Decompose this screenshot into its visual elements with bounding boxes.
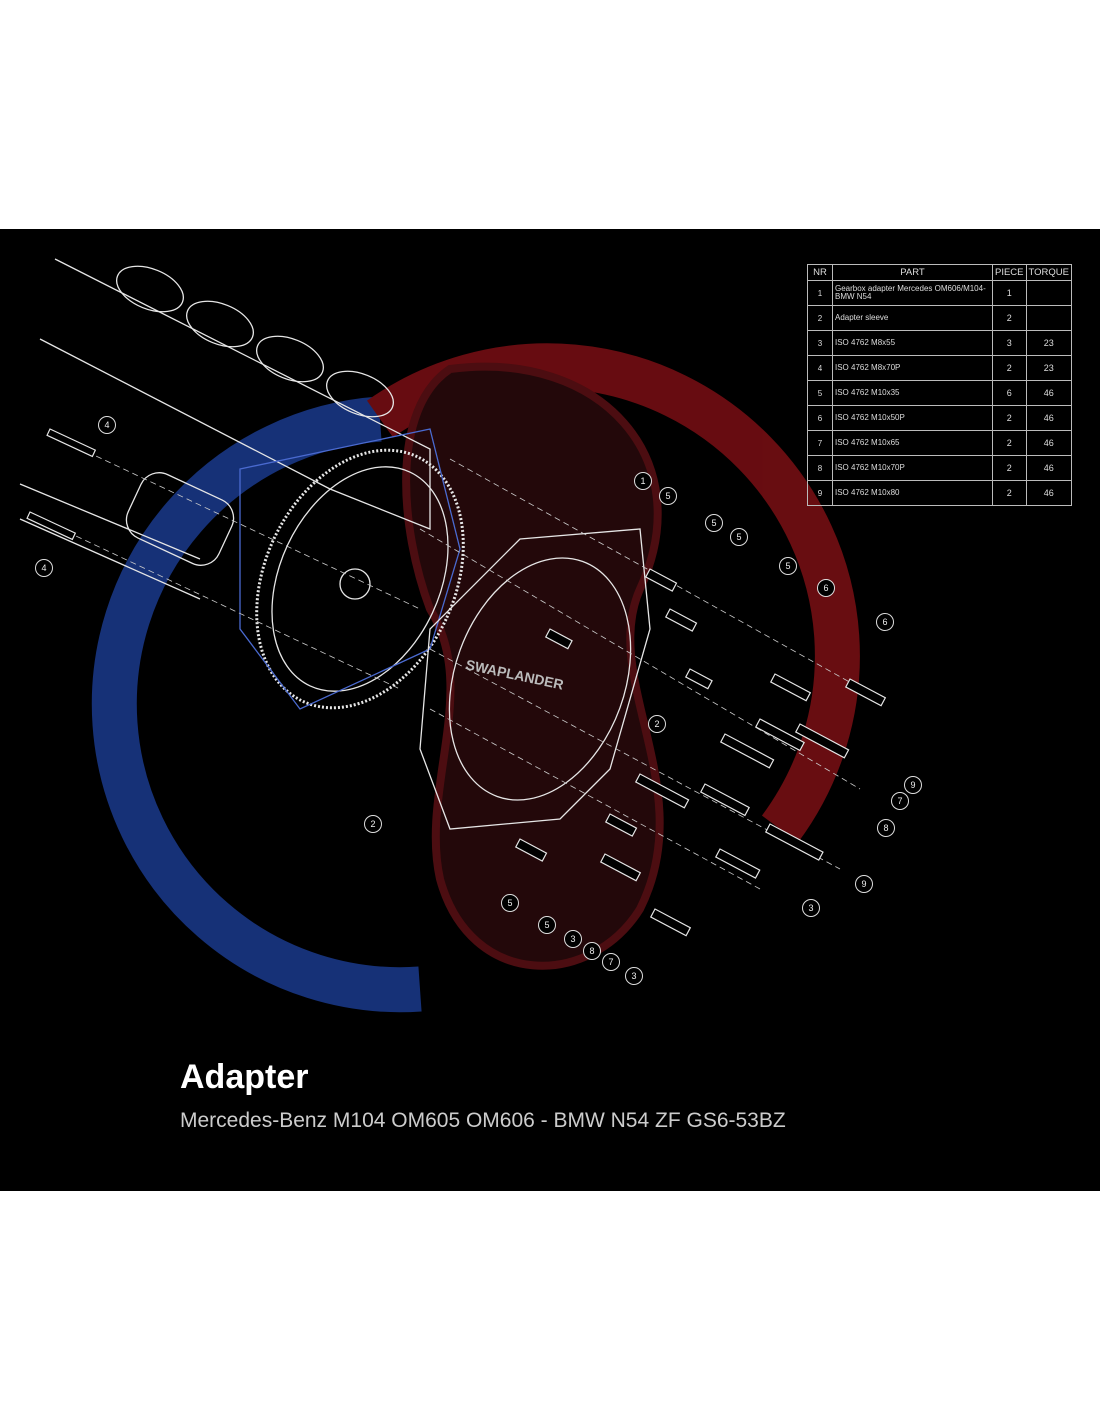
callout-label: 6: [817, 579, 835, 597]
cell-piece: 2: [992, 305, 1027, 331]
page-subtitle: Mercedes-Benz M104 OM605 OM606 - BMW N54…: [180, 1109, 786, 1132]
cell-part: ISO 4762 M8x55: [832, 330, 993, 356]
cell-nr: 9: [807, 480, 833, 506]
cell-torque: 46: [1025, 405, 1072, 431]
cell-nr: 7: [807, 430, 833, 456]
exploded-view-drawing: SWAPLANDER: [19, 258, 887, 1013]
cell-piece: 3: [992, 330, 1027, 356]
cell-nr: 4: [807, 355, 833, 381]
cell-part: Gearbox adapter Mercedes OM606/M104-BMW …: [832, 280, 993, 306]
cell-torque: [1025, 305, 1072, 331]
cell-nr: 6: [807, 405, 833, 431]
cell-piece: 2: [992, 455, 1027, 481]
cell-torque: 23: [1025, 330, 1072, 356]
mascot-silhouette: [402, 362, 664, 970]
callout-label: 5: [779, 557, 797, 575]
callout-label: 4: [35, 559, 53, 577]
cell-piece: 6: [992, 380, 1027, 406]
cell-part: ISO 4762 M10x50P: [832, 405, 993, 431]
assembly-lines: [39, 438, 881, 890]
callout-label: 9: [855, 875, 873, 893]
callout-label: 7: [602, 953, 620, 971]
cell-nr: 5: [807, 380, 833, 406]
cell-nr: 8: [807, 455, 833, 481]
callout-label: 5: [501, 894, 519, 912]
engine-block: [19, 258, 431, 600]
cell-piece: 2: [992, 480, 1027, 506]
callout-label: 2: [648, 715, 666, 733]
callout-label: 8: [583, 942, 601, 960]
bolts: [26, 428, 887, 937]
cell-piece: 2: [992, 355, 1027, 381]
callout-label: 9: [904, 776, 922, 794]
cell-torque: 46: [1025, 380, 1072, 406]
callout-label: 1: [634, 472, 652, 490]
header-piece: PIECE: [992, 264, 1027, 281]
callout-label: 2: [364, 815, 382, 833]
callout-label: 3: [625, 967, 643, 985]
cell-part: ISO 4762 M10x70P: [832, 455, 993, 481]
cell-part: ISO 4762 M10x80: [832, 480, 993, 506]
callout-label: 6: [876, 613, 894, 631]
blue-gear-arc: [91, 396, 422, 1013]
cell-part: ISO 4762 M10x65: [832, 430, 993, 456]
cell-torque: 46: [1025, 455, 1072, 481]
cell-part: ISO 4762 M10x35: [832, 380, 993, 406]
callout-label: 4: [98, 416, 116, 434]
cell-part: ISO 4762 M8x70P: [832, 355, 993, 381]
cell-part: Adapter sleeve: [832, 305, 993, 331]
table-header: NR PART PIECE TORQUE: [807, 264, 1072, 281]
callout-label: 5: [538, 916, 556, 934]
callout-label: 7: [891, 792, 909, 810]
adapter-plate: [419, 528, 651, 830]
callout-label: 5: [659, 487, 677, 505]
header-nr: NR: [807, 264, 833, 281]
callout-label: 5: [705, 514, 723, 532]
page-title: Adapter: [180, 1058, 309, 1096]
callout-label: 3: [564, 930, 582, 948]
cell-piece: 2: [992, 430, 1027, 456]
header-torque: TORQUE: [1025, 264, 1072, 281]
flywheel: [239, 428, 465, 710]
cell-nr: 1: [807, 280, 833, 306]
callout-label: 3: [802, 899, 820, 917]
cell-nr: 3: [807, 330, 833, 356]
cell-torque: [1025, 280, 1072, 306]
cell-torque: 23: [1025, 355, 1072, 381]
callout-label: 5: [730, 528, 748, 546]
callout-label: 8: [877, 819, 895, 837]
cell-nr: 2: [807, 305, 833, 331]
cell-piece: 1: [992, 280, 1027, 306]
cell-torque: 46: [1025, 430, 1072, 456]
logo-watermark: [91, 343, 860, 1013]
cell-piece: 2: [992, 405, 1027, 431]
cell-torque: 46: [1025, 480, 1072, 506]
header-part: PART: [832, 264, 993, 281]
